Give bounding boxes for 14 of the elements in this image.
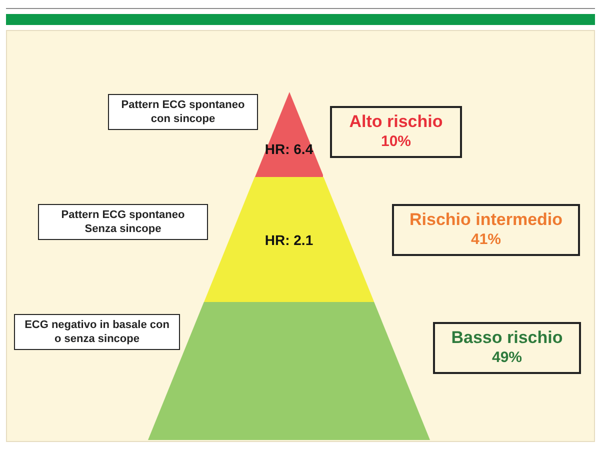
risk-percentage: 49% [490, 348, 524, 368]
risk-heading: Basso rischio [450, 328, 564, 348]
note-box: Pattern ECG spontaneo con sincope [108, 94, 258, 130]
hazard-ratio-text: HR: 6.4 [264, 140, 314, 156]
risk-heading: Alto rischio [348, 112, 444, 132]
note-box: Pattern ECG spontaneo Senza sincope [38, 204, 208, 240]
risk-box [330, 106, 462, 158]
risk-percentage: 41% [470, 230, 502, 250]
risk-percentage: 10% [380, 132, 412, 152]
risk-heading: Rischio intermedio [408, 210, 564, 230]
risk-box [433, 322, 581, 374]
hazard-ratio-text: HR: 2.1 [264, 232, 314, 248]
note-box: ECG negativo in basale con o senza sincope [14, 314, 180, 350]
risk-box [392, 204, 580, 256]
